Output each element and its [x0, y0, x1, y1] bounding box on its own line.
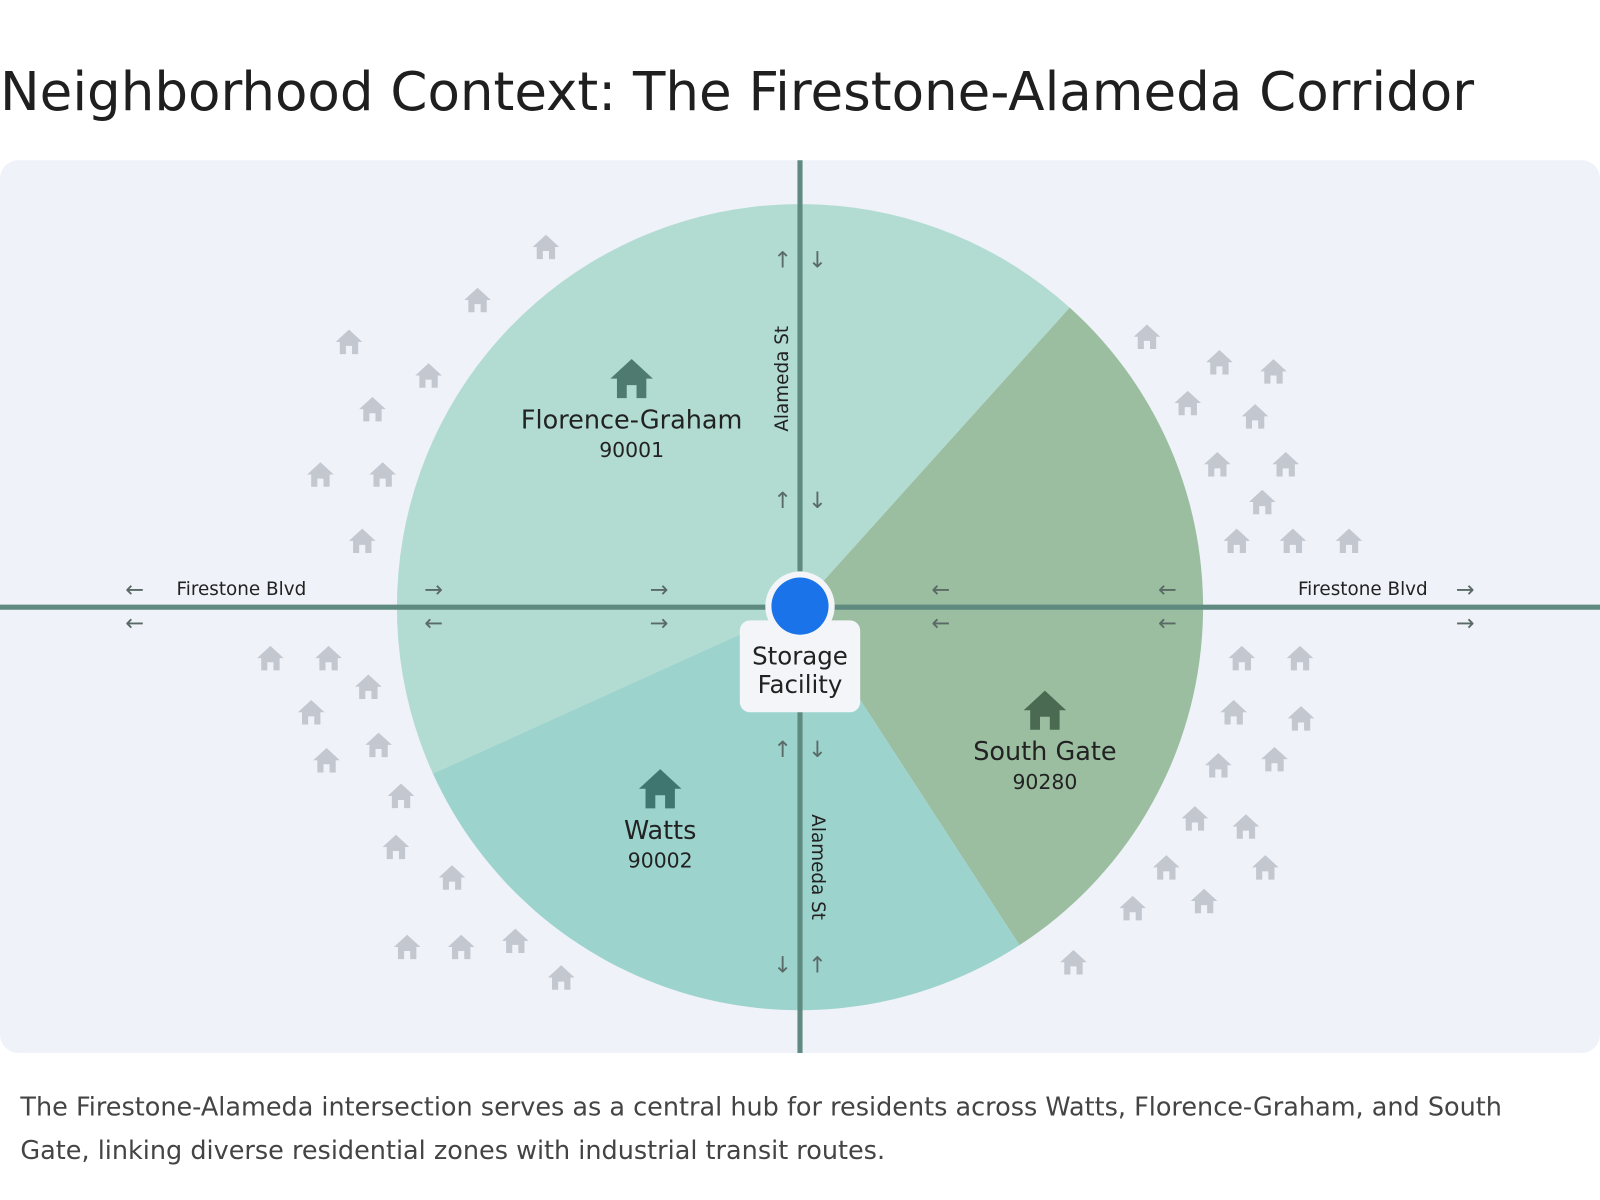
arrow-icon: → — [650, 611, 669, 637]
house-icon — [415, 363, 442, 388]
house-icon — [387, 783, 415, 809]
arrow-icon: ↓ — [808, 247, 827, 273]
house-icon — [1287, 706, 1315, 731]
house-icon — [369, 462, 396, 487]
surrounding-houses — [257, 234, 1363, 990]
neighborhood-name: South Gate — [973, 737, 1116, 767]
facility-label-line1: Storage — [752, 641, 848, 670]
street-label-alameda-south: Alameda St — [807, 814, 828, 920]
caption-line-1: The Firestone-Alameda intersection serve… — [19, 1092, 1502, 1122]
house-icon — [359, 396, 386, 422]
house-icon — [1223, 528, 1250, 554]
arrow-icon: ↓ — [808, 488, 827, 514]
house-icon — [365, 732, 392, 758]
arrow-icon: ↑ — [808, 952, 827, 978]
house-icon — [610, 358, 653, 399]
house-icon — [1060, 950, 1087, 975]
arrow-icon: ↑ — [773, 247, 792, 273]
house-icon — [1241, 404, 1269, 429]
house-icon — [257, 645, 284, 671]
house-icon — [1181, 806, 1209, 831]
house-icon — [532, 234, 560, 260]
arrow-icon: ↑ — [773, 737, 792, 763]
house-icon — [1206, 350, 1233, 375]
house-icon — [1204, 452, 1231, 477]
house-icon — [315, 645, 342, 671]
house-icon — [1335, 528, 1363, 554]
arrow-icon: ← — [1158, 577, 1177, 603]
house-icon — [1279, 528, 1307, 554]
house-icon — [1153, 855, 1180, 880]
house-icon — [393, 934, 421, 960]
house-icon — [1286, 645, 1314, 671]
house-icon — [1119, 895, 1146, 921]
sector-south-gate — [800, 307, 1204, 946]
arrow-icon: ← — [125, 577, 144, 603]
arrow-icon: → — [1456, 611, 1475, 637]
house-icon — [307, 462, 334, 487]
neighborhood-florence-graham: Florence-Graham 90001 — [521, 358, 742, 462]
house-icon — [313, 747, 340, 773]
sector-watts — [432, 607, 1020, 1011]
house-icon — [297, 700, 325, 725]
house-icon — [335, 329, 363, 355]
neighborhood-name: Florence-Graham — [521, 406, 742, 436]
arrow-icon: ← — [931, 611, 950, 637]
storage-facility-marker[interactable]: Storage Facility — [739, 571, 861, 713]
arrow-icon: ← — [1158, 611, 1177, 637]
house-icon — [1190, 888, 1218, 914]
house-icon — [1023, 690, 1067, 730]
facility-label-line2: Facility — [758, 670, 843, 699]
sector-florence-graham — [396, 204, 1070, 774]
arrow-icon: ↑ — [773, 488, 792, 514]
page-title: Neighborhood Context: The Firestone-Alam… — [0, 61, 1474, 123]
zip-code: 90280 — [1012, 770, 1077, 794]
traffic-arrows: ← ← → ← → → ← ← ← ← → → ↑ ↓ ↑ ↓ ↑ ↓ ↓ ↑ — [125, 247, 1474, 978]
house-icon — [382, 834, 410, 860]
house-icon — [464, 287, 491, 313]
arrow-icon: → — [424, 577, 443, 603]
house-icon — [638, 769, 682, 809]
neighborhood-south-gate: South Gate 90280 — [973, 690, 1117, 794]
house-icon — [1260, 359, 1287, 384]
house-icon — [1232, 814, 1260, 839]
neighborhood-sectors — [396, 204, 1204, 1011]
house-icon — [502, 928, 529, 954]
arrow-icon: ↓ — [808, 737, 827, 763]
house-icon — [438, 865, 466, 890]
arrow-icon: ← — [424, 611, 443, 637]
street-label-alameda-north: Alameda St — [772, 326, 793, 432]
facility-label-box — [739, 620, 861, 713]
house-icon — [1205, 753, 1232, 778]
caption-line-2: Gate, linking diverse residential zones … — [20, 1136, 885, 1166]
house-icon — [1220, 700, 1247, 725]
arrow-icon: ↓ — [773, 952, 792, 978]
neighborhood-watts: Watts 90002 — [624, 769, 697, 872]
street-label-firestone-east: Firestone Blvd — [1298, 579, 1428, 600]
arrow-icon: ← — [125, 611, 144, 637]
house-icon — [1272, 452, 1299, 477]
arrow-icon: → — [650, 577, 669, 603]
house-icon — [1228, 645, 1256, 671]
house-icon — [1248, 489, 1276, 515]
house-icon — [1252, 855, 1279, 880]
zip-code: 90002 — [628, 848, 693, 872]
neighborhood-name: Watts — [624, 816, 697, 846]
house-icon — [355, 674, 382, 699]
street-label-firestone-west: Firestone Blvd — [177, 579, 307, 600]
house-icon — [447, 934, 475, 960]
house-icon — [1133, 324, 1161, 349]
house-icon — [1174, 390, 1202, 416]
house-icon — [1261, 746, 1288, 772]
arrow-icon: ← — [931, 577, 950, 603]
location-dot-icon — [771, 577, 829, 635]
zip-code: 90001 — [599, 438, 664, 462]
house-icon — [348, 528, 376, 554]
arrow-icon: → — [1456, 577, 1475, 603]
